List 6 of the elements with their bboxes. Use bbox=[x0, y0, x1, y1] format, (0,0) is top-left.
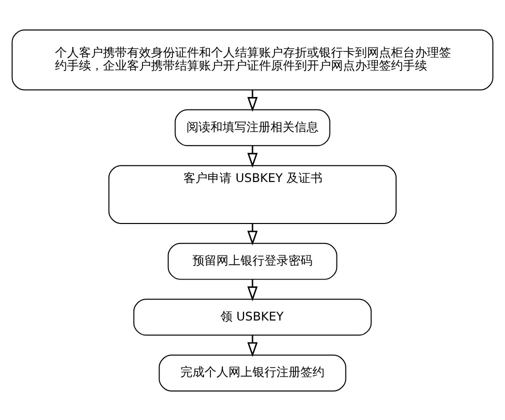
node-box: 完成个人网上银行注册签约 bbox=[158, 354, 346, 391]
node-box: 领 USBKEY bbox=[133, 298, 372, 336]
node-box: 客户申请 USBKEY 及证书 bbox=[108, 164, 397, 224]
node-box: 个人客户携带有效身份证件和个人结算账户存折或银行卡到网点柜台办理签约手续，企业客户携带结算账户开户证件原件到开户网点办理签约手续 bbox=[12, 29, 494, 90]
node-box: 预留网上银行登录密码 bbox=[168, 242, 338, 280]
node-box: 阅读和填写注册相关信息 bbox=[174, 108, 330, 146]
